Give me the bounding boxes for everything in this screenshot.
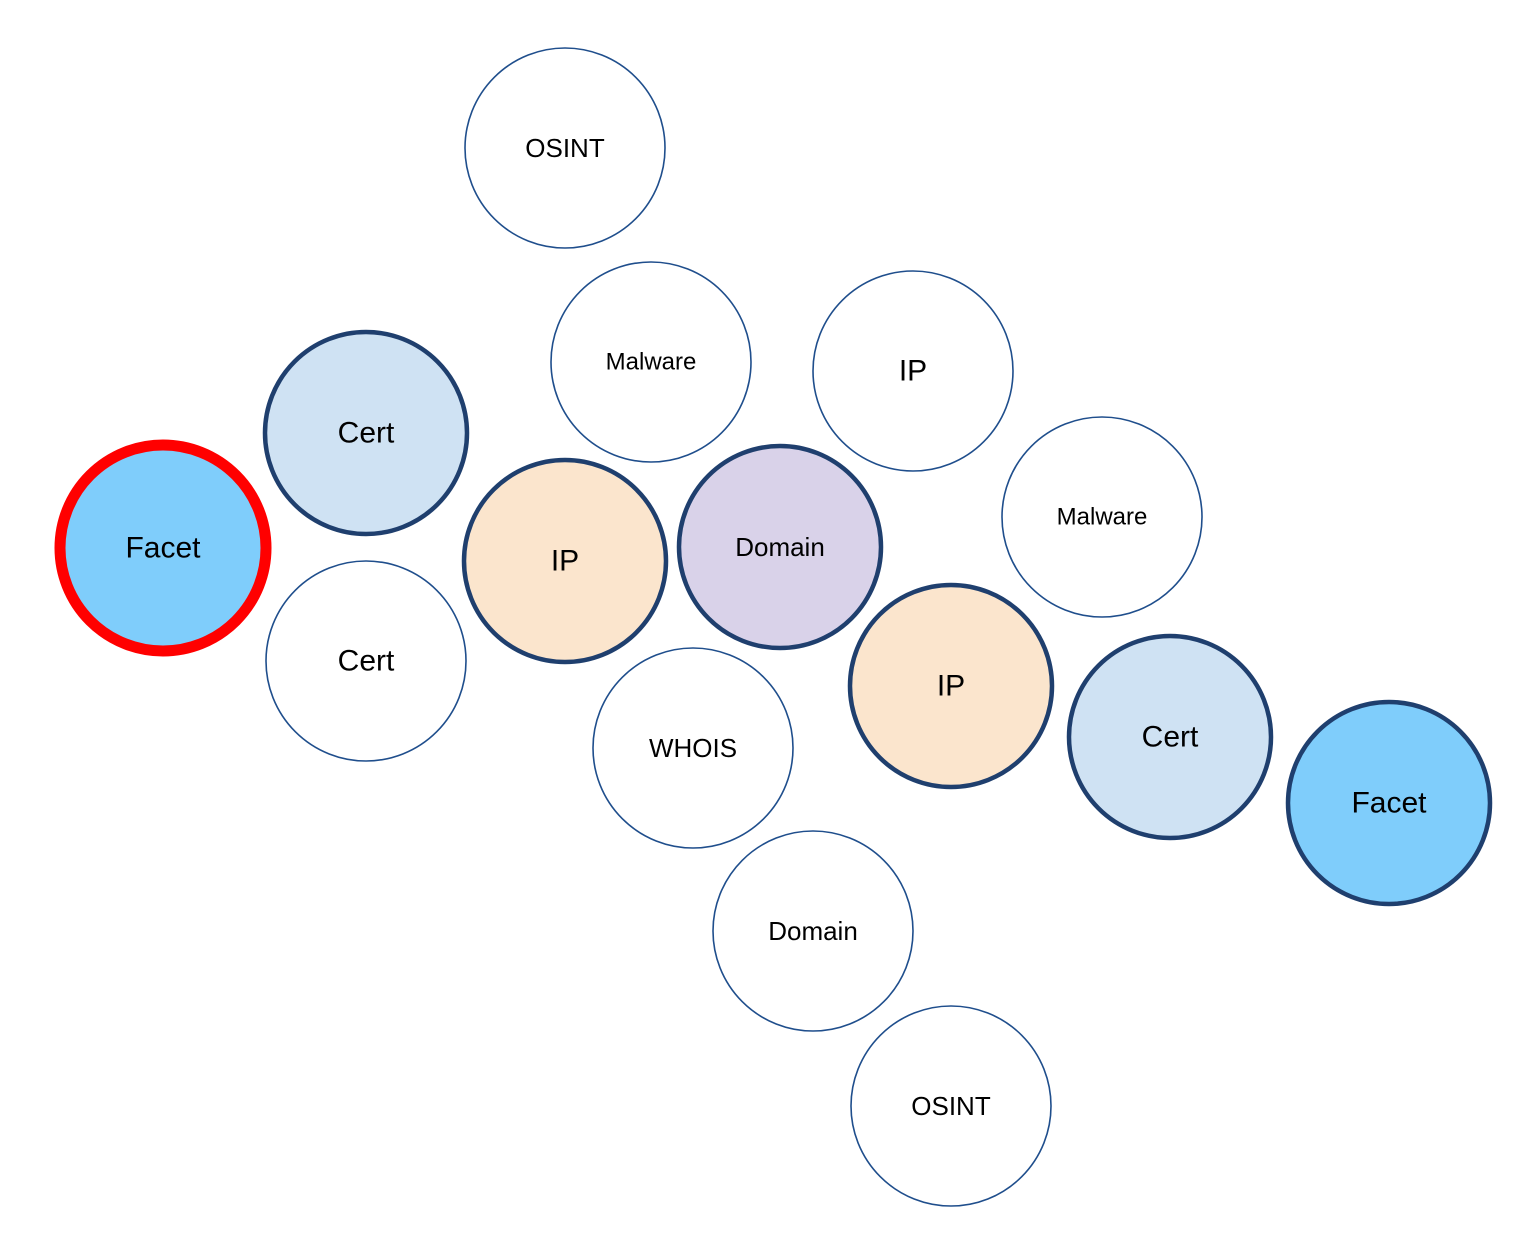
node-domain-center: Domain [676,443,884,651]
node-circle [847,582,1055,790]
node-circle [1285,699,1493,907]
node-ip-center: IP [461,457,669,665]
node-osint-bottom: OSINT [850,1005,1052,1207]
node-facet-right: Facet [1285,699,1493,907]
node-circle [550,261,752,463]
node-circle [1066,633,1274,841]
node-cert-lower: Cert [265,560,467,762]
node-label: Domain [735,532,825,562]
node-label: IP [551,545,579,578]
node-circle [265,560,467,762]
node-label: Cert [338,417,395,450]
node-malware-right: Malware [1001,416,1203,618]
node-circle [262,329,470,537]
node-circle [712,830,914,1032]
node-circle [1001,416,1203,618]
node-circle [464,47,666,249]
node-ip-lower: IP [847,582,1055,790]
node-label: Cert [1142,721,1199,754]
node-osint-top: OSINT [464,47,666,249]
node-label: Cert [338,645,395,678]
node-label: Domain [768,916,858,946]
node-circle [54,439,272,657]
node-label: OSINT [911,1091,991,1121]
node-label: Facet [125,532,201,565]
node-cert-upper: Cert [262,329,470,537]
node-circle [461,457,669,665]
node-circle [676,443,884,651]
node-label: Malware [1057,504,1148,531]
node-circle [850,1005,1052,1207]
node-cert-right: Cert [1066,633,1274,841]
node-label: WHOIS [649,733,737,763]
node-facet-left: Facet [54,439,272,657]
node-label: Facet [1351,787,1427,820]
node-ip-top-right: IP [812,270,1014,472]
node-label: OSINT [525,133,605,163]
node-circle [592,647,794,849]
node-label: IP [899,355,927,388]
node-malware-top: Malware [550,261,752,463]
node-whois: WHOIS [592,647,794,849]
node-circle [812,270,1014,472]
node-label: IP [937,670,965,703]
node-label: Malware [606,349,697,376]
node-domain-lower: Domain [712,830,914,1032]
